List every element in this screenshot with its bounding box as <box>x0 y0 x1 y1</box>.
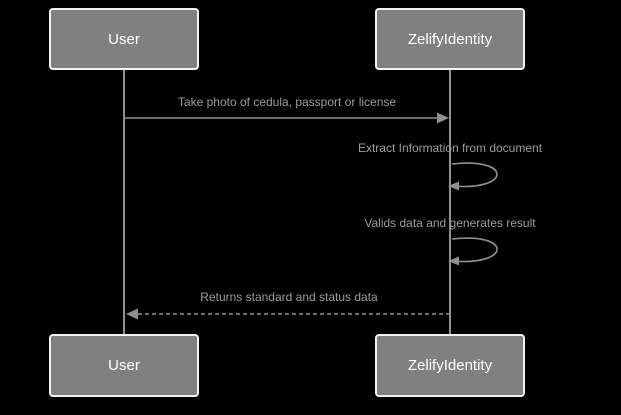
actor-box-user-bottom: User <box>49 334 199 397</box>
actor-label-zelifyidentity-bottom: ZelifyIdentity <box>407 357 493 374</box>
self-loop-1-arrowhead-icon <box>448 181 459 191</box>
message-1-arrowhead-icon <box>437 112 449 124</box>
message-1-label: Take photo of cedula, passport or licens… <box>177 95 397 109</box>
actor-box-user-top: User <box>49 8 199 70</box>
self-loop-1-label: Extract Information from document <box>357 141 543 155</box>
actor-label-user-top: User <box>108 30 140 48</box>
message-4-arrowhead-icon <box>126 308 138 320</box>
actor-box-zelifyidentity-bottom: ZelifyIdentity <box>375 334 525 397</box>
message-4-label: Returns standard and status data <box>200 290 378 304</box>
actor-label-user-bottom: User <box>108 357 140 374</box>
self-loop-2-curve <box>451 237 498 263</box>
self-loop-1-curve <box>451 162 498 188</box>
actor-label-zelifyidentity-top: ZelifyIdentity <box>407 30 493 48</box>
self-loop-2-label: Valids data and generates result <box>364 216 536 230</box>
self-loop-2-arrowhead-icon <box>448 256 459 266</box>
actor-box-zelifyidentity-top: ZelifyIdentity <box>375 8 525 70</box>
